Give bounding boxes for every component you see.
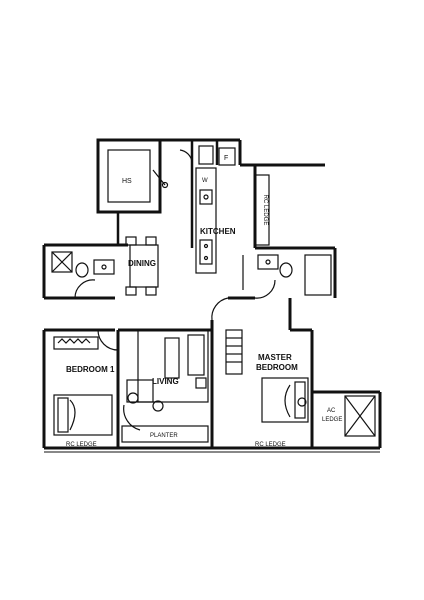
rc-ledge-vertical-label: RC LEDGE: [262, 195, 268, 226]
dining-table: [125, 236, 159, 296]
master-bathroom: [242, 254, 332, 299]
ac-ledge-label-line2: LEDGE: [322, 417, 342, 423]
kitchen-label: KITCHEN: [200, 227, 236, 236]
master-label-line1: MASTER: [258, 353, 292, 362]
rc-ledge-left-label: RC LEDGE: [66, 442, 97, 448]
master-label-line2: BEDROOM: [256, 363, 298, 372]
master-bedroom-furniture: [225, 329, 309, 423]
washer-label: W: [202, 178, 208, 184]
dining-label: DINING: [128, 259, 156, 268]
hs-label: HS: [122, 178, 132, 185]
living-label: LIVING: [152, 377, 179, 386]
bedroom1-furniture: [53, 329, 119, 436]
fridge-label: F: [224, 155, 228, 162]
rc-ledge-right-label: RC LEDGE: [255, 442, 286, 448]
household-shelter: [96, 138, 169, 214]
room-labels: HS F W KITCHEN DINING BEDROOM 1 LIVING M…: [66, 155, 342, 448]
planter-strip: [121, 425, 209, 443]
bedroom1-label: BEDROOM 1: [66, 365, 115, 374]
exterior-walls: [42, 138, 382, 453]
common-bathroom: [51, 251, 115, 299]
living-furniture: [123, 297, 229, 431]
rc-ledge-strip: [254, 174, 270, 246]
kitchen-counter: [179, 145, 236, 274]
kitchen-walls: [116, 140, 219, 248]
ac-ledge-label-line1: AC: [327, 408, 336, 414]
ac-ledge-box: [344, 395, 376, 437]
planter-label: PLANTER: [150, 433, 178, 439]
